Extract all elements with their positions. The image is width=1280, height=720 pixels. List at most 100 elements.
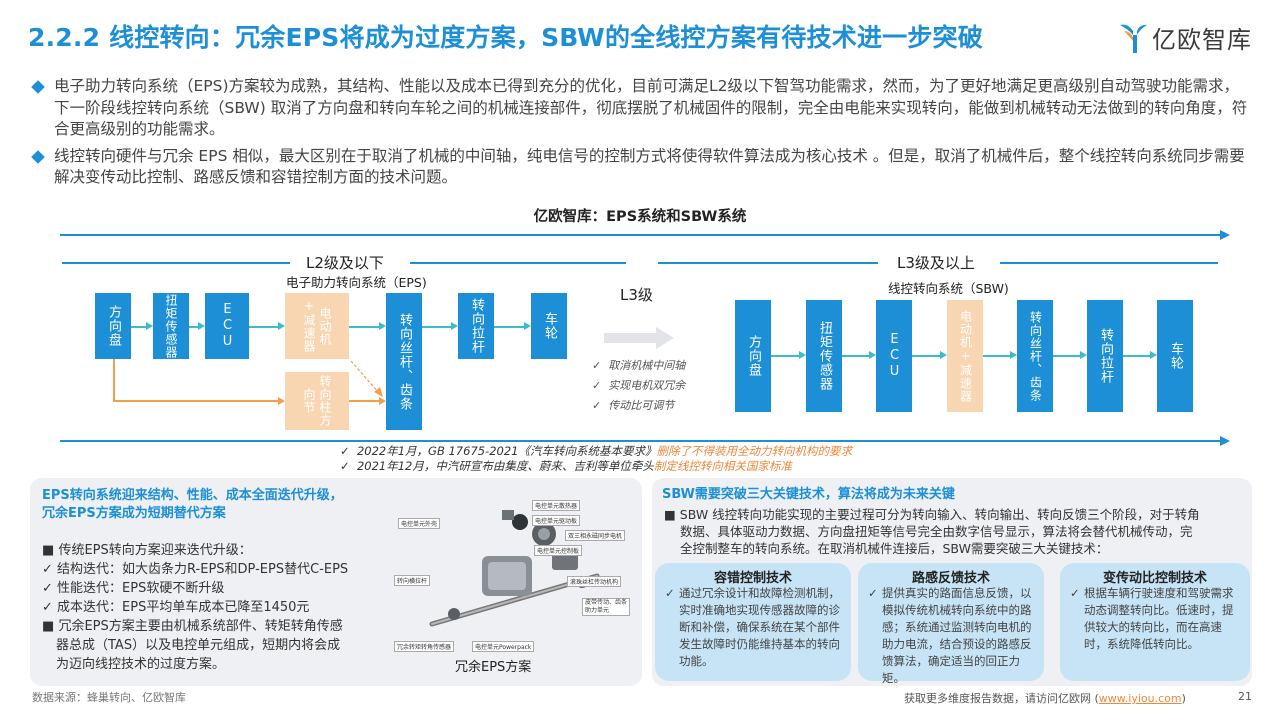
sbw-box-tie-rod: 转向拉杆 xyxy=(1087,300,1123,412)
section-sub-eps: 电子助力转向系统（EPS) xyxy=(286,275,427,290)
change-list: ✓ 取消机械中间轴 ✓ 实现电机双冗余 ✓ 传动比可调节 xyxy=(592,356,685,416)
sbw-box-tire: 车轮 xyxy=(1157,300,1193,412)
arrow-right-icon xyxy=(1220,230,1230,240)
eps-part-label: 转向横拉杆 xyxy=(394,575,431,586)
sbw-box-motor: 电动机+减速器 xyxy=(947,300,983,412)
section-label-l3plus: L3级及以上 xyxy=(897,254,975,272)
mech-connector xyxy=(349,400,379,402)
section-line xyxy=(658,262,878,264)
eps-panel-title: EPS转向系统迎来结构、性能、成本全面迭代升级， 冗余EPS方案成为短期替代方案 xyxy=(42,488,343,521)
eps-part-label: 双三相永磁同步电机 xyxy=(565,530,626,541)
connector-arrow-icon xyxy=(524,322,531,330)
bottom-axis-line xyxy=(60,440,1222,442)
section-line xyxy=(1000,262,1218,264)
eps-part-label: 电控单元控制板 xyxy=(534,545,583,556)
connector-arrow-icon xyxy=(1150,351,1157,359)
eps-part-label: 电控单元散热器 xyxy=(532,500,581,511)
card-title: 路感反馈技术 xyxy=(911,571,990,586)
page-title: 2.2.2 线控转向：冗余EPS将成为过度方案，SBW的全线控方案有待技术进一步… xyxy=(28,23,983,52)
eps-part-label: 电控单元Powerpack xyxy=(472,641,535,652)
eps-box-wheel: 方向盘 xyxy=(95,293,131,359)
eps-panel-item: ■ 传统EPS转向方案迎来迭代升级： xyxy=(42,543,252,558)
transition-arrow-icon xyxy=(604,327,674,349)
diagram-title: 亿欧智库：EPS系统和SBW系统 xyxy=(533,209,747,225)
eps-part-label: 电控单元外壳 xyxy=(398,518,441,529)
top-axis-line xyxy=(60,234,1222,236)
eps-image-caption: 冗余EPS方案 xyxy=(455,660,532,675)
tech-card-road-feel: 路感反馈技术 ✓提供真实的路面信息反馈，以模拟传统机械转向系统中的路感；系统通过… xyxy=(858,563,1044,685)
connector xyxy=(249,326,278,328)
bullet-item: 线控转向硬件与冗余 EPS 相似，最大区别在于取消了机械的中间轴，纯电信号的控制… xyxy=(31,146,1254,189)
change-item: ✓ 传动比可调节 xyxy=(592,399,675,412)
eps-box-ecu: ECU xyxy=(205,293,249,359)
diamond-bullet-icon xyxy=(31,149,45,164)
connector-arrow-icon xyxy=(451,322,458,330)
eps-panel-item: 器总成（TAS）以及电控单元组成，短期内将会成 xyxy=(56,638,341,653)
data-source: 数据来源：蜂巢转向、亿欧智库 xyxy=(32,691,186,704)
connector xyxy=(1053,355,1080,357)
card-body: ✓提供真实的路面信息反馈，以模拟传统机械转向系统中的路感；系统通过监测转向电机的… xyxy=(868,586,1032,685)
eps-panel-item: ✓ 性能迭代：EPS软硬不断升级 xyxy=(42,581,225,596)
eps-part-label: 冗余转矩转角传感器 xyxy=(394,641,455,652)
section-line xyxy=(410,262,626,264)
eps-panel-item: ■ 冗余EPS方案主要由机械系统部件、转矩转角传感 xyxy=(42,619,343,634)
card-body: ✓根据车辆行驶速度和驾驶需求动态调整转向比。低速时，提供较大的转向比，而在高速时… xyxy=(1070,586,1234,651)
bullet-text: 线控转向硬件与冗余 EPS 相似，最大区别在于取消了机械的中间轴，纯电信号的控制… xyxy=(54,146,1245,187)
sbw-box-ecu: ECU xyxy=(876,300,912,412)
connector-arrow-icon xyxy=(1010,351,1017,359)
card-body: ✓通过冗余设计和故障检测机制，实时准确地实现传感器故障的诊断和补偿，确保系统在某… xyxy=(665,586,840,668)
connector xyxy=(131,326,146,328)
sbw-box-rack: 转向丝杆、齿条 xyxy=(1017,300,1053,412)
eps-box-column: 转向柱方向节 xyxy=(285,372,349,430)
section-label-l2: L2级及以下 xyxy=(306,254,384,272)
check-icon: ✓ xyxy=(868,586,878,600)
timeline-item: ✓ 2021年12月，中汽研宣布由集度、蔚来、吉利等单位牵头制定线控转向相关国家… xyxy=(340,459,792,473)
eps-box-tie-rod: 转向拉杆 xyxy=(458,293,494,359)
connector xyxy=(912,355,940,357)
section-line xyxy=(62,262,290,264)
connector xyxy=(1123,355,1150,357)
iyiou-link[interactable]: www.iyiou.com xyxy=(1098,692,1182,705)
eps-panel-item: 为迈向线控技术的过度方案。 xyxy=(56,657,226,672)
mech-connector xyxy=(113,359,115,401)
connector-arrow-icon xyxy=(940,351,947,359)
diamond-bullet-icon xyxy=(31,80,45,94)
eps-box-rack: 转向丝杆、齿条 xyxy=(386,293,422,430)
connector-arrow-icon xyxy=(379,397,386,405)
check-icon: ✓ xyxy=(1070,586,1080,600)
section-sub-sbw: 线控转向系统（SBW) xyxy=(888,281,1009,296)
connector xyxy=(494,326,524,328)
logo-text: 亿欧智库 xyxy=(1152,26,1252,54)
eps-box-tire: 车轮 xyxy=(531,293,567,359)
bullet-text: 电子助力转向系统（EPS)方案较为成熟，其结构、性能以及成本已得到充分的优化，目… xyxy=(54,77,1248,138)
check-icon: ✓ xyxy=(665,586,675,600)
sbw-panel-text: ■ SBW 线控转向功能实现的主要过程可分为转向输入、转向输出、转向反馈三个阶段… xyxy=(664,507,1200,522)
change-item: ✓ 取消机械中间轴 xyxy=(592,359,686,372)
connector-arrow-icon xyxy=(869,351,876,359)
eps-box-torque: 扭矩传感器 xyxy=(153,293,189,359)
connector xyxy=(771,355,799,357)
connector-arrow-icon xyxy=(379,322,386,330)
arrow-right-icon xyxy=(1220,436,1230,446)
card-title: 容错控制技术 xyxy=(713,571,792,586)
eps-part-label: 滚珠丝杠传动机构 xyxy=(567,576,622,587)
dashed-connector xyxy=(350,360,383,397)
eps-panel-item: ✓ 成本迭代：EPS平均单车成本已降至1450元 xyxy=(42,600,310,615)
policy-timeline: ✓ 2022年1月，GB 17675-2021《汽车转向系统基本要求》删除了不得… xyxy=(340,444,852,474)
sbw-panel-title: SBW需要突破三大关键技术，算法将成为未来关键 xyxy=(662,487,955,502)
mech-connector xyxy=(113,400,278,402)
connector xyxy=(842,355,869,357)
connector xyxy=(422,326,451,328)
connector-arrow-icon xyxy=(1080,351,1087,359)
connector xyxy=(349,326,379,328)
connector-arrow-icon xyxy=(278,322,285,330)
connector xyxy=(983,355,1010,357)
intro-bullets: 电子助力转向系统（EPS)方案较为成熟，其结构、性能以及成本已得到充分的优化，目… xyxy=(31,76,1254,194)
connector-arrow-icon xyxy=(799,351,806,359)
connector-arrow-icon xyxy=(146,322,153,330)
tech-card-variable-ratio: 变传动比控制技术 ✓根据车辆行驶速度和驾驶需求动态调整转向比。低速时，提供较大的… xyxy=(1060,563,1250,681)
eps-box-motor: 电动机+减速器 xyxy=(285,293,349,359)
page-number: 21 xyxy=(1238,690,1252,703)
card-title: 变传动比控制技术 xyxy=(1102,571,1207,586)
sbw-box-torque: 扭矩传感器 xyxy=(806,300,842,412)
